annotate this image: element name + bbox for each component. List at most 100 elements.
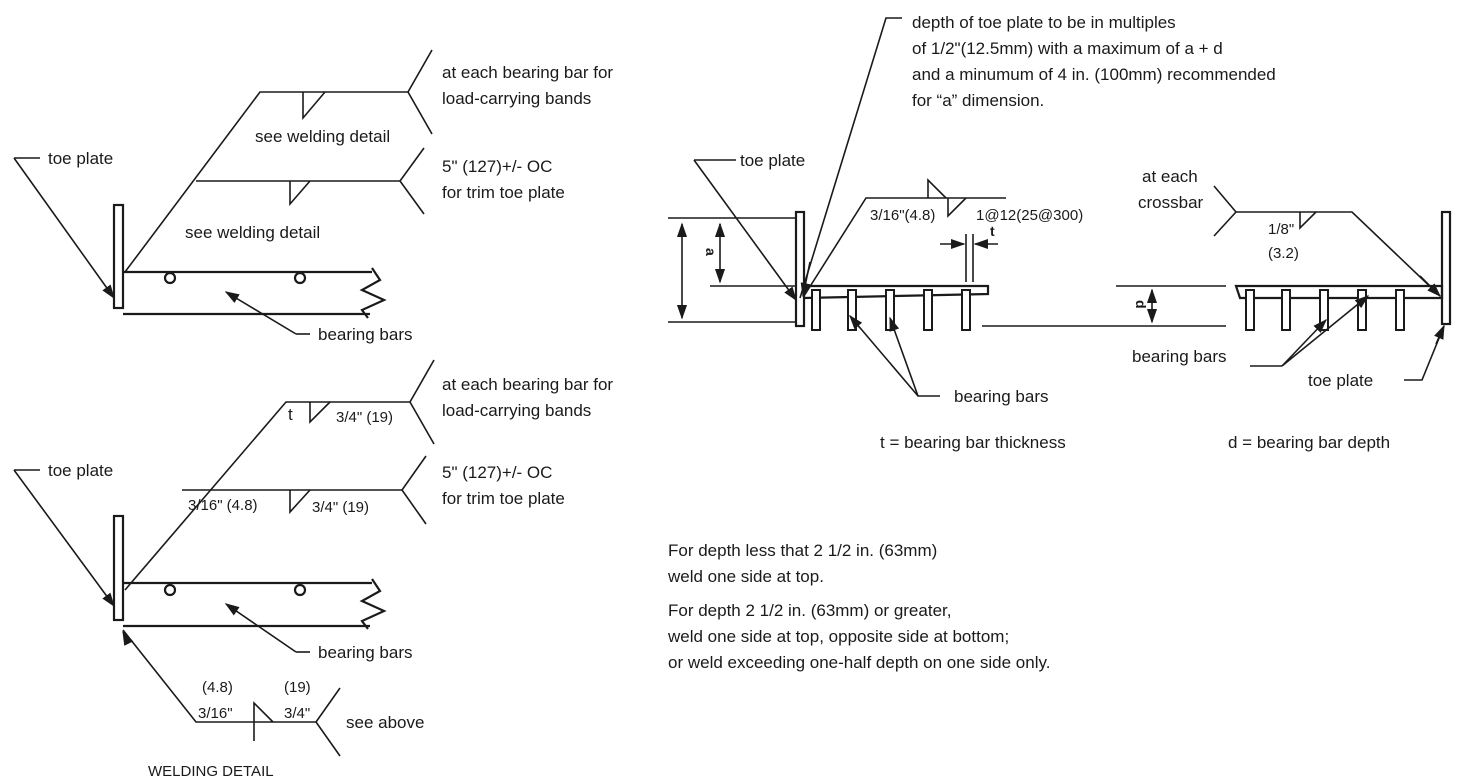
toe-plate	[112, 514, 125, 622]
bearing-bar	[811, 289, 821, 331]
bearing-bars-left-arrow-1	[849, 314, 863, 330]
break-line	[359, 267, 387, 319]
note-line-3: and a minumum of 4 in. (100mm) recommend…	[912, 65, 1276, 84]
bearing-bars-right-group	[1245, 289, 1405, 331]
weld-detail-arrow	[122, 630, 134, 646]
leader-1-label-b: load-carrying bands	[442, 89, 591, 108]
crossbar-weld-leader	[1213, 185, 1441, 297]
weld-leader-2-tail	[399, 147, 425, 215]
crossbar-weld-symbol	[1299, 211, 1317, 230]
leader-2-label: 5" (127)+/- OC	[442, 157, 552, 176]
see-welding-detail-1: see welding detail	[255, 127, 390, 146]
detail-b: 3/4"	[284, 705, 310, 722]
bearing-bar	[1395, 289, 1405, 331]
dim-d-label: d	[1133, 300, 1149, 309]
bearing-bar	[923, 289, 933, 331]
weld-left-leader	[803, 197, 1006, 297]
fillet-weld-symbol-2	[289, 180, 311, 207]
detail-a-mm: (4.8)	[202, 679, 233, 696]
leader-2-label-b: for trim toe plate	[442, 183, 565, 202]
detail-b-mm: (19)	[284, 679, 311, 696]
toe-plate-right-arrow	[1434, 324, 1445, 345]
bearing-bars-left-label: bearing bars	[954, 387, 1049, 406]
leader-1-label: at each bearing bar for	[442, 63, 613, 82]
bearing-bars-arrow	[224, 291, 297, 335]
crossbar-right	[1234, 284, 1444, 300]
welding-detail-caption: WELDING DETAIL	[148, 763, 274, 780]
weld-right-label: 3/4" (19)	[312, 499, 369, 516]
weld-leader-3	[124, 401, 410, 591]
bearing-bars-arrow	[224, 603, 297, 653]
bearing-bar	[1357, 289, 1367, 331]
note-line-1: depth of toe plate to be in multiples	[912, 13, 1176, 32]
crossbar-hole	[163, 583, 177, 597]
top-left-detail: at each bearing bar for load-carrying ba…	[13, 49, 613, 344]
leader-4-label-b: for trim toe plate	[442, 489, 565, 508]
note-leader	[799, 17, 902, 299]
weld-left-symbol-b	[947, 197, 967, 218]
fillet-weld-symbol-1	[302, 91, 326, 121]
see-above-label: see above	[346, 713, 424, 732]
crossbar-weld-tail	[1213, 211, 1237, 237]
see-welding-detail-2: see welding detail	[185, 223, 320, 242]
weld-left-label: 3/16" (4.8)	[188, 497, 258, 514]
depth-notes: For depth less that 2 1/2 in. (63mm) wel…	[667, 541, 1050, 672]
weld-left-size: 3/16"(4.8)	[870, 207, 935, 224]
note-p1-line2: weld one side at top.	[667, 567, 824, 586]
note-p1-line1: For depth less that 2 1/2 in. (63mm)	[668, 541, 937, 560]
toe-plate-arrow	[13, 469, 115, 608]
bearing-bars-left-arrow-2	[889, 316, 919, 397]
bearing-bars-right-label: bearing bars	[1132, 347, 1227, 366]
bearing-bars-right-arrow-1	[1281, 318, 1327, 367]
crossbar-weld-arrow	[1419, 275, 1442, 298]
note-line-2: of 1/2"(12.5mm) with a maximum of a + d	[912, 39, 1223, 58]
legend-t: t = bearing bar thickness	[880, 433, 1066, 452]
break-line	[359, 578, 387, 630]
dim-a-label: a	[703, 248, 719, 256]
bearing-bars-label: bearing bars	[318, 643, 413, 662]
weld-detail-leader	[122, 629, 316, 723]
toe-plate-left-label: toe plate	[740, 151, 805, 170]
crossbar-hole	[293, 271, 307, 285]
leader-4-label: 5" (127)+/- OC	[442, 463, 552, 482]
crossbar-weld-size: 1/8"	[1268, 221, 1294, 238]
weld-leader-1	[124, 91, 408, 273]
toe-plate-label: toe plate	[48, 149, 113, 168]
dim-t-label: t	[990, 223, 995, 239]
toe-plate-right-label: toe plate	[1308, 371, 1373, 390]
toe-plate-right	[1440, 210, 1452, 326]
toe-plate	[112, 203, 125, 310]
toe-plate-arrow	[693, 159, 797, 302]
note-p2-line3: or weld exceeding one-half depth on one …	[668, 653, 1050, 672]
toe-plate-left	[794, 210, 806, 328]
note-p2-line2: weld one side at top, opposite side at b…	[667, 627, 1009, 646]
bearing-bars-right-arrow-2	[1281, 295, 1370, 367]
weld-pitch: 1@12(25@300)	[976, 207, 1083, 224]
note-p2-line1: For depth 2 1/2 in. (63mm) or greater,	[668, 601, 951, 620]
fillet-weld-symbol-3	[309, 401, 331, 424]
bearing-bar	[961, 289, 971, 331]
toe-plate-label: toe plate	[48, 461, 113, 480]
weld-detail-tail	[315, 687, 341, 757]
bearing-bars-label: bearing bars	[318, 325, 413, 344]
bottom-left-detail: t 3/4" (19) at each bearing bar for load…	[13, 359, 613, 780]
leader-3-label-b: load-carrying bands	[442, 401, 591, 420]
weld-leader-1-tail	[407, 49, 433, 135]
weld-size-label: 3/4" (19)	[336, 409, 393, 426]
crossbar-left	[803, 284, 990, 300]
leader-3-label: at each bearing bar for	[442, 375, 613, 394]
weld-leader-4-tail	[401, 455, 427, 525]
fillet-weld-symbol-4	[289, 489, 311, 515]
weld-t-label: t	[288, 405, 293, 424]
crossbar-label-2: crossbar	[1138, 193, 1204, 212]
crossbar-label-1: at each	[1142, 167, 1198, 186]
bearing-bar	[847, 289, 857, 331]
toe-plate-arrow	[13, 157, 115, 300]
legend-d: d = bearing bar depth	[1228, 433, 1390, 452]
note-line-4: for “a” dimension.	[912, 91, 1044, 110]
detail-a: 3/16"	[198, 705, 233, 722]
crossbar-weld-mm: (3.2)	[1268, 245, 1299, 262]
bearing-bar	[1281, 289, 1291, 331]
crossbar-hole	[293, 583, 307, 597]
